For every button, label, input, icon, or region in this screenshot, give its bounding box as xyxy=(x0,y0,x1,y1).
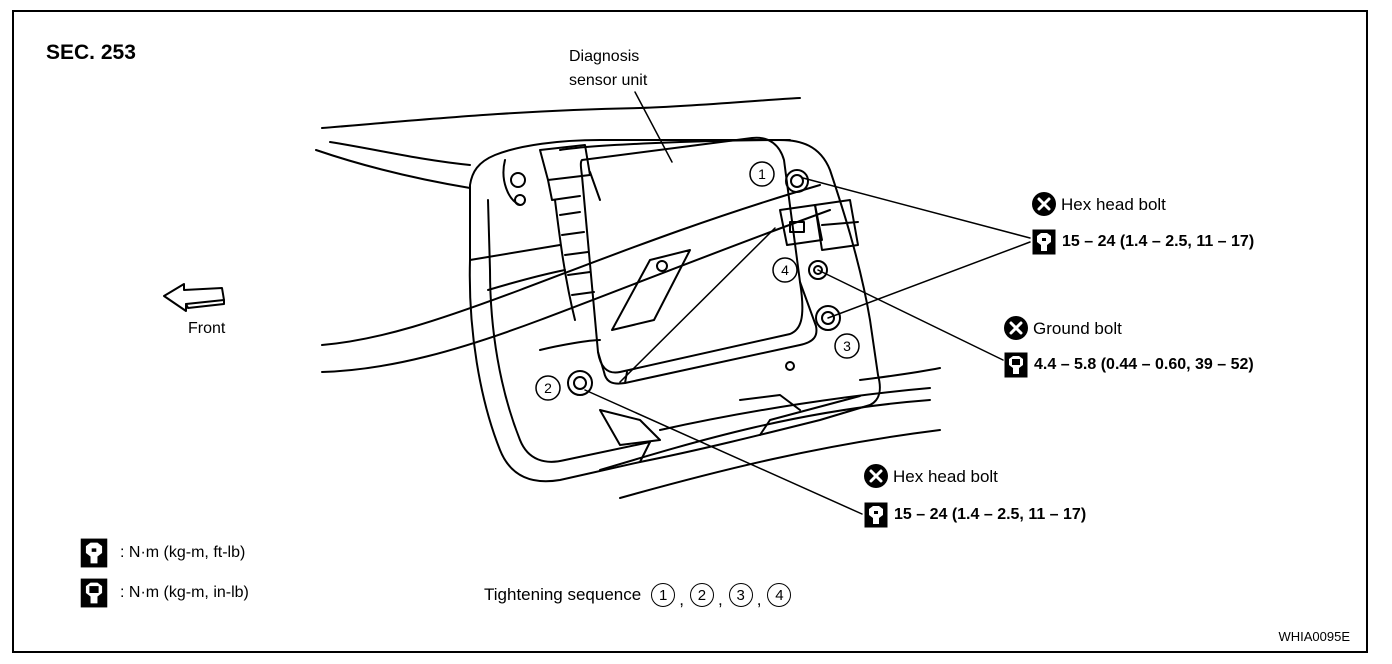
diagram-frame xyxy=(12,10,1368,653)
callout-part-name: Hex head bolt xyxy=(1061,194,1166,214)
bolt-bubble-2 xyxy=(535,375,561,401)
callout-part-name: Ground bolt xyxy=(1033,318,1122,338)
legend-ft-lb: : N·m (kg-m, ft-lb) xyxy=(80,538,245,568)
bolt-number-3: 3 xyxy=(843,338,851,354)
sequence-step-3: 3 xyxy=(728,583,753,607)
tightening-sequence: Tightening sequence 1 , 2 , 3 , 4 xyxy=(484,583,793,609)
sequence-step-4: 4 xyxy=(767,583,792,607)
reference-code: WHIA0095E xyxy=(1278,629,1350,644)
bolt-bubble-4 xyxy=(772,257,798,283)
do-not-reuse-icon xyxy=(1032,192,1056,216)
tightening-label: Tightening sequence xyxy=(484,585,642,604)
component-label-line2: sensor unit xyxy=(569,72,648,89)
wrench-ft-lb-icon xyxy=(1032,229,1056,255)
sequence-separator: , xyxy=(679,590,684,609)
callout-ground-bolt: Ground bolt xyxy=(1004,316,1122,340)
legend-text: : N·m (kg-m, in-lb) xyxy=(120,584,249,601)
section-number: SEC. 253 xyxy=(46,41,136,64)
callout-torque-value: 4.4 – 5.8 (0.44 – 0.60, 39 – 52) xyxy=(1034,356,1254,373)
do-not-reuse-icon xyxy=(864,464,888,488)
sequence-step-1: 1 xyxy=(651,583,676,607)
callout-torque-ground: 4.4 – 5.8 (0.44 – 0.60, 39 – 52) xyxy=(1004,352,1254,378)
front-label: Front xyxy=(188,320,226,337)
wrench-ft-lb-icon xyxy=(80,538,108,568)
bolt-number-2: 2 xyxy=(544,380,552,396)
wrench-in-lb-icon xyxy=(1004,352,1028,378)
bolt-bubble-3 xyxy=(834,333,860,359)
bolt-bubble-1 xyxy=(749,161,775,187)
legend-in-lb: : N·m (kg-m, in-lb) xyxy=(80,578,249,608)
callout-hex-head-bolt-upper: Hex head bolt xyxy=(1032,192,1166,216)
bolt-number-1: 1 xyxy=(758,166,766,182)
component-label-line1: Diagnosis xyxy=(569,48,640,65)
legend-text: : N·m (kg-m, ft-lb) xyxy=(120,544,246,561)
wrench-ft-lb-icon xyxy=(864,502,888,528)
wrench-in-lb-icon xyxy=(80,578,108,608)
do-not-reuse-icon xyxy=(1004,316,1028,340)
callout-torque-upper: 15 – 24 (1.4 – 2.5, 11 – 17) xyxy=(1032,229,1254,255)
callout-torque-value: 15 – 24 (1.4 – 2.5, 11 – 17) xyxy=(1062,233,1255,250)
callout-torque-lower: 15 – 24 (1.4 – 2.5, 11 – 17) xyxy=(864,502,1086,528)
sequence-separator: , xyxy=(756,590,762,609)
sequence-step-2: 2 xyxy=(689,583,714,607)
callout-part-name: Hex head bolt xyxy=(893,466,998,486)
callout-torque-value: 15 – 24 (1.4 – 2.5, 11 – 17) xyxy=(894,506,1087,523)
sequence-separator: , xyxy=(717,590,723,609)
callout-hex-head-bolt-lower: Hex head bolt xyxy=(864,464,998,488)
bolt-number-4: 4 xyxy=(781,262,789,278)
